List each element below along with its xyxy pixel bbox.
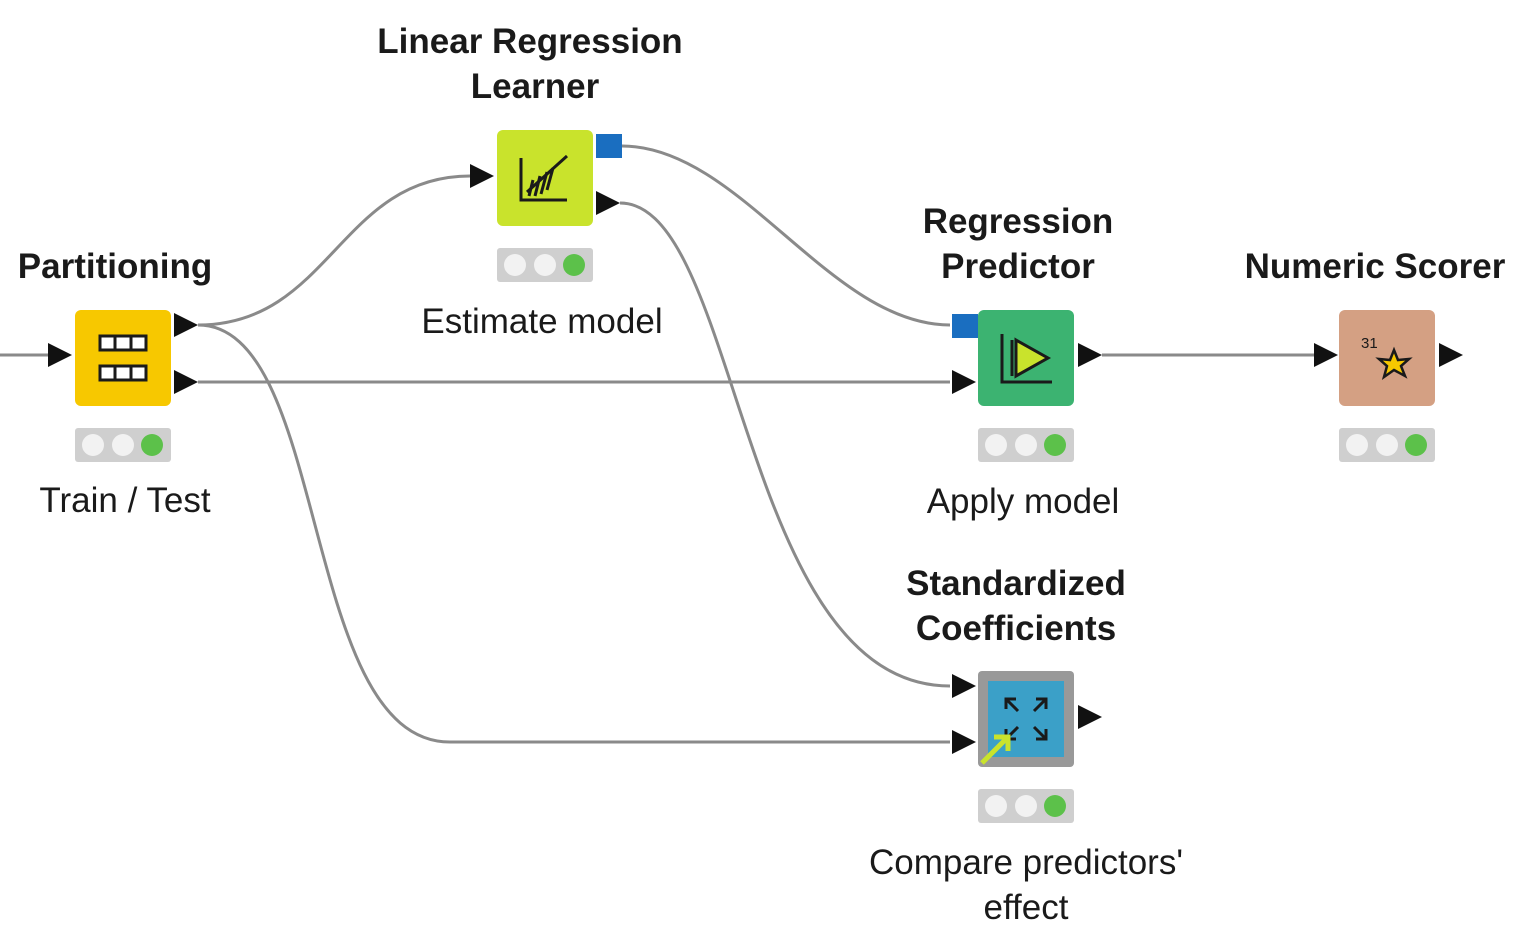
learner-input-port[interactable]	[470, 164, 494, 188]
scorer-status-light	[1339, 428, 1435, 462]
coefficients-annotation-line2[interactable]: effect	[983, 888, 1069, 927]
status-dot-red	[82, 434, 104, 456]
predictor-output-port[interactable]	[1078, 343, 1102, 367]
connection-partitioning-to-coefficients[interactable]	[197, 323, 950, 744]
learner-title-line1: Linear Regression	[377, 22, 683, 61]
learner-annotation[interactable]: Estimate model	[421, 302, 663, 341]
connection-learner-to-coefficients[interactable]	[619, 201, 951, 688]
partitioning-title: Partitioning	[17, 247, 213, 286]
linear-regression-learner-node[interactable]	[497, 130, 593, 226]
scorer-input-port[interactable]	[1314, 343, 1338, 367]
predictor-play-icon	[1000, 334, 1052, 384]
learner-title-line2: Learner	[470, 67, 600, 106]
partitioning-input-port[interactable]	[48, 343, 72, 367]
coefficients-input-port-2[interactable]	[952, 730, 976, 754]
coefficients-title-line1: Standardized	[906, 564, 1126, 603]
coefficients-title-line2: Coefficients	[915, 609, 1117, 648]
connection-learner-model-to-predictor[interactable]	[621, 144, 951, 327]
regression-chart-icon	[519, 154, 569, 202]
coefficients-output-port[interactable]	[1078, 705, 1102, 729]
standardized-coefficients-node[interactable]	[978, 671, 1074, 767]
predictor-model-input-port[interactable]	[952, 314, 978, 338]
scorer-icon-text: 31	[1361, 335, 1378, 352]
partitioning-status-light	[75, 428, 171, 462]
status-dot-yellow	[112, 434, 134, 456]
scorer-title: Numeric Scorer	[1244, 247, 1506, 286]
predictor-title-line2: Predictor	[941, 247, 1095, 286]
coefficients-status-light	[978, 789, 1074, 823]
numeric-scorer-node[interactable]: 31	[1339, 310, 1435, 406]
status-dot-green	[141, 434, 163, 456]
status-dot-green	[1044, 434, 1066, 456]
component-shortcut-arrow-icon	[980, 734, 1011, 765]
predictor-data-input-port[interactable]	[952, 370, 976, 394]
partitioning-annotation[interactable]: Train / Test	[39, 481, 211, 520]
status-dot-yellow	[1015, 434, 1037, 456]
predictor-status-light	[978, 428, 1074, 462]
scorer-output-port[interactable]	[1439, 343, 1463, 367]
status-dot-green	[563, 254, 585, 276]
learner-table-output-port[interactable]	[596, 191, 620, 215]
learner-model-output-port[interactable]	[596, 134, 622, 158]
status-dot-yellow	[534, 254, 556, 276]
partitioning-node[interactable]	[75, 310, 171, 406]
status-dot-green	[1044, 795, 1066, 817]
partitioning-output-port-2[interactable]	[174, 370, 198, 394]
status-dot-red	[504, 254, 526, 276]
predictor-title-line1: Regression	[922, 202, 1114, 241]
learner-status-light	[497, 248, 593, 282]
coefficients-annotation-line1[interactable]: Compare predictors'	[868, 843, 1184, 882]
status-dot-red	[985, 434, 1007, 456]
partitioning-output-port-1[interactable]	[174, 313, 198, 337]
connection-partitioning-to-learner[interactable]	[197, 174, 471, 327]
status-dot-yellow	[1015, 795, 1037, 817]
regression-predictor-node[interactable]	[978, 310, 1074, 406]
expand-arrows-icon	[980, 681, 1064, 765]
scorer-star-icon: 31	[1361, 335, 1413, 381]
status-dot-red	[985, 795, 1007, 817]
status-dot-green	[1405, 434, 1427, 456]
status-dot-red	[1346, 434, 1368, 456]
coefficients-input-port-1[interactable]	[952, 674, 976, 698]
predictor-annotation[interactable]: Apply model	[926, 482, 1120, 521]
status-dot-yellow	[1376, 434, 1398, 456]
partition-table-icon	[98, 334, 148, 382]
